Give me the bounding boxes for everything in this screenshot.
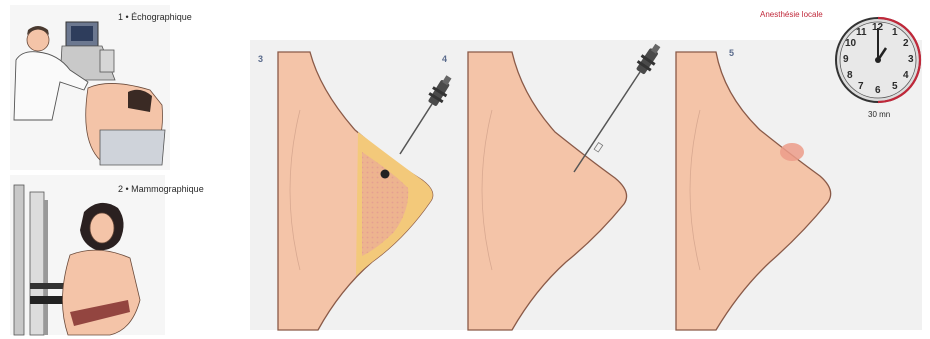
- clock-number-6: 6: [875, 85, 881, 96]
- clock-number-8: 8: [847, 70, 853, 81]
- clock-number-12: 12: [872, 22, 883, 33]
- mammography-illustration: [10, 175, 165, 335]
- clock-number-9: 9: [843, 54, 849, 65]
- step-2-label: 2 • Mammographique: [118, 184, 204, 194]
- bandage-mark: [780, 143, 804, 161]
- clock-number-2: 2: [903, 38, 909, 49]
- panel-number-4: 4: [442, 54, 447, 64]
- duration-label: 30 mn: [868, 110, 890, 119]
- clock-number-7: 7: [858, 81, 864, 92]
- clock-number-3: 3: [908, 54, 914, 65]
- clock-number-4: 4: [903, 70, 909, 81]
- clock-number-1: 1: [892, 27, 898, 38]
- panel-number-3: 3: [258, 54, 263, 64]
- step-1-label: 1 • Échographique: [118, 12, 192, 22]
- clock-number-5: 5: [892, 81, 898, 92]
- clock-number-11: 11: [856, 27, 867, 38]
- ultrasound-illustration: [10, 5, 170, 170]
- panel-number-5: 5: [729, 48, 734, 58]
- lesion-target: [381, 170, 390, 179]
- clock-number-10: 10: [845, 38, 856, 49]
- anesthesia-label: Anesthésie locale: [760, 10, 823, 19]
